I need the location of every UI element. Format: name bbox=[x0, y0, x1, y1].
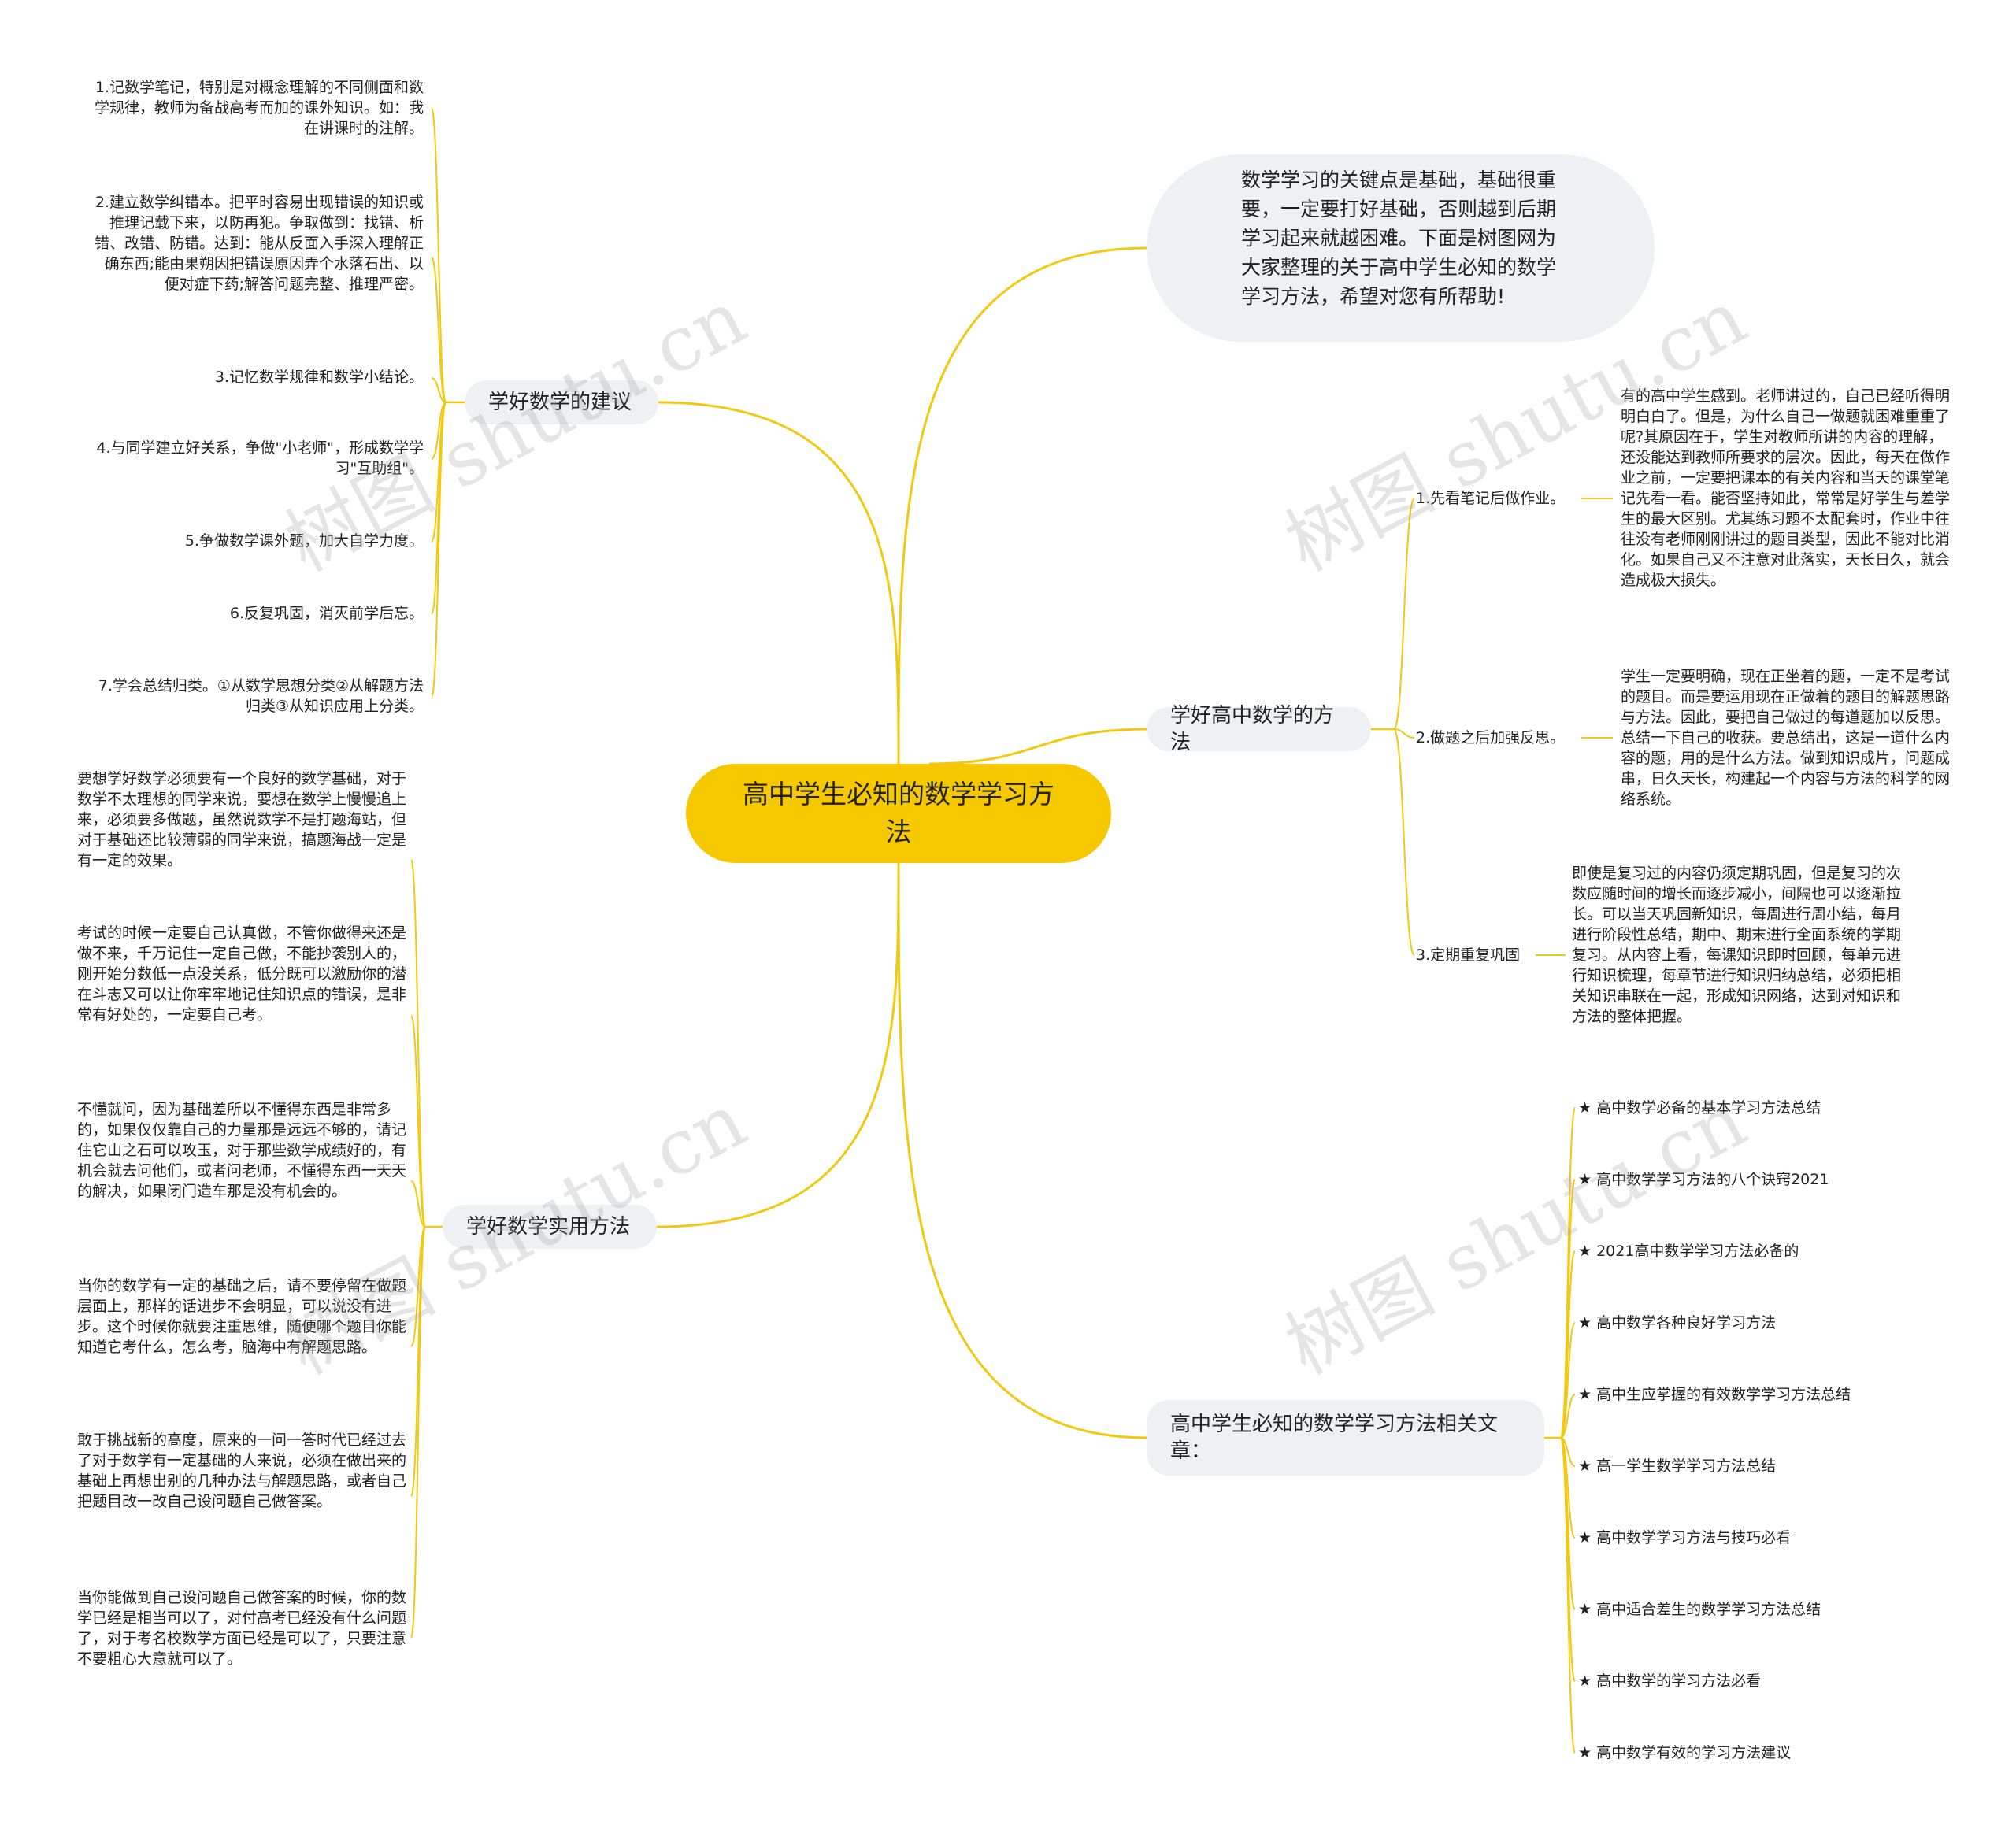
connector-16 bbox=[1393, 728, 1415, 739]
intro-note[interactable]: 数学学习的关键点是基础，基础很重要，一定要打好基础，否则越到后期学习起来就越困难… bbox=[1147, 154, 1655, 342]
method-1-detail[interactable]: 有的高中学生感到。老师讲过的，自己已经听得明明白白了。但是，为什么自己一做题就困… bbox=[1621, 387, 1951, 589]
practical-item-2[interactable]: 考试的时候一定要自己认真做，不管你做得来还是做不来，千万记住一定自己做，不能抄袭… bbox=[77, 924, 407, 1024]
practical-item-3[interactable]: 不懂就问，因为基础差所以不懂得东西是非常多的，如果仅仅靠自己的力量那是远远不够的… bbox=[77, 1101, 407, 1200]
branch-suggestions[interactable]: 学好数学的建议 bbox=[465, 380, 658, 424]
connector-13 bbox=[431, 402, 447, 698]
suggestion-item-1[interactable]: 1.记数学笔记，特别是对概念理解的不同侧面和数学规律，教师为备战高考而加的课外知… bbox=[94, 79, 424, 137]
connector-24 bbox=[410, 1180, 426, 1228]
method-2-detail[interactable]: 学生一定要明确，现在正坐着的题，一定不是考试的题目。而是要运用现在正做着的题目的… bbox=[1621, 668, 1951, 808]
related-link-6[interactable]: ★ 高一学生数学学习方法总结 bbox=[1578, 1457, 1777, 1475]
related-link-9[interactable]: ★ 高中数学的学习方法必看 bbox=[1578, 1672, 1762, 1690]
root-topic[interactable]: 高中学生必知的数学学习方法 bbox=[686, 764, 1111, 863]
connector-5 bbox=[897, 862, 1147, 1439]
branch-methods[interactable]: 学好高中数学的方法 bbox=[1147, 704, 1371, 754]
connector-33 bbox=[1560, 1394, 1576, 1439]
branch-methods-label: 学好高中数学的方法 bbox=[1170, 704, 1335, 754]
practical-item-1[interactable]: 要想学好数学必须要有一个良好的数学基础，对于数学不太理想的同学来说，要想在数学上… bbox=[77, 770, 407, 869]
suggestion-item-2[interactable]: 2.建立数学纠错本。把平时容易出现错误的知识或推理记载下来，以防再犯。争取做到：… bbox=[94, 194, 424, 293]
related-link-4[interactable]: ★ 高中数学各种良好学习方法 bbox=[1578, 1314, 1777, 1331]
connector-23 bbox=[410, 1015, 426, 1228]
connector-17 bbox=[1393, 728, 1415, 956]
practical-item-5[interactable]: 敢于挑战新的高度，原来的一问一答时代已经过去了对于数学有一定基础的人来说，必须在… bbox=[77, 1431, 407, 1510]
intro-text: 数学学习的关键点是基础，基础很重要，一定要打好基础，否则越到后期学习起来就越困难… bbox=[1241, 169, 1557, 308]
method-1-label[interactable]: 1.先看笔记后做作业。 bbox=[1416, 490, 1566, 507]
connector-4 bbox=[656, 862, 900, 1228]
root-title: 高中学生必知的数学学习方法 bbox=[743, 779, 1054, 847]
connector-30 bbox=[1560, 1179, 1576, 1439]
practical-item-6[interactable]: 当你能做到自己设问题自己做答案的时候，你的数学已经是相当可以了，对付高考已经没有… bbox=[77, 1589, 407, 1668]
suggestion-item-4[interactable]: 4.与同学建立好关系，争做"小老师"，形成数学学习"互助组"。 bbox=[96, 439, 424, 477]
connector-25 bbox=[410, 1226, 426, 1347]
connector-7 bbox=[431, 108, 447, 403]
connector-8 bbox=[431, 257, 447, 403]
method-2-label[interactable]: 2.做题之后加强反思。 bbox=[1416, 729, 1566, 746]
branch-related-label: 高中学生必知的数学学习方法相关文章： bbox=[1170, 1413, 1499, 1463]
related-link-5[interactable]: ★ 高中生应掌握的有效数学学习方法总结 bbox=[1578, 1386, 1851, 1403]
related-link-8[interactable]: ★ 高中适合差生的数学学习方法总结 bbox=[1578, 1601, 1821, 1618]
connector-37 bbox=[1560, 1437, 1576, 1682]
connector-9 bbox=[431, 377, 447, 403]
connector-22 bbox=[410, 859, 426, 1228]
connector-10 bbox=[431, 402, 447, 460]
related-link-7[interactable]: ★ 高中数学学习方法与技巧必看 bbox=[1578, 1529, 1792, 1546]
connector-1 bbox=[897, 246, 1147, 765]
branch-practical-label: 学好数学实用方法 bbox=[466, 1215, 631, 1239]
related-link-2[interactable]: ★ 高中数学学习方法的八个诀窍2021 bbox=[1578, 1171, 1829, 1188]
connector-32 bbox=[1560, 1322, 1576, 1439]
practical-item-4[interactable]: 当你的数学有一定的基础之后，请不要停留在做题层面上，那样的话进步不会明显，可以说… bbox=[77, 1277, 407, 1356]
method-3-detail[interactable]: 即使是复习过的内容仍须定期巩固，但是复习的次数应随时间的增长而逐步减小，间隔也可… bbox=[1572, 865, 1902, 1025]
connector-38 bbox=[1560, 1437, 1576, 1754]
related-link-3[interactable]: ★ 2021高中数学学习方法必备的 bbox=[1578, 1243, 1799, 1260]
suggestion-item-6[interactable]: 6.反复巩固，消灭前学后忘。 bbox=[229, 605, 424, 622]
method-3-label[interactable]: 3.定期重复巩固 bbox=[1416, 946, 1521, 964]
branch-practical[interactable]: 学好数学实用方法 bbox=[443, 1205, 657, 1249]
connector-2 bbox=[658, 401, 900, 765]
connector-3 bbox=[928, 728, 1147, 765]
suggestion-item-3[interactable]: 3.记忆数学规律和数学小结论。 bbox=[214, 369, 424, 386]
branch-related[interactable]: 高中学生必知的数学学习方法相关文章： bbox=[1147, 1400, 1544, 1476]
connector-15 bbox=[1393, 498, 1415, 730]
branch-suggestions-label: 学好数学的建议 bbox=[488, 391, 632, 414]
connector-27 bbox=[410, 1226, 426, 1639]
related-link-10[interactable]: ★ 高中数学有效的学习方法建议 bbox=[1578, 1744, 1792, 1761]
suggestion-item-7[interactable]: 7.学会总结归类。①从数学思想分类②从解题方法归类③从知识应用上分类。 bbox=[98, 677, 424, 715]
suggestion-item-5[interactable]: 5.争做数学课外题，加大自学力度。 bbox=[184, 532, 424, 550]
related-link-1[interactable]: ★ 高中数学必备的基本学习方法总结 bbox=[1578, 1099, 1821, 1117]
